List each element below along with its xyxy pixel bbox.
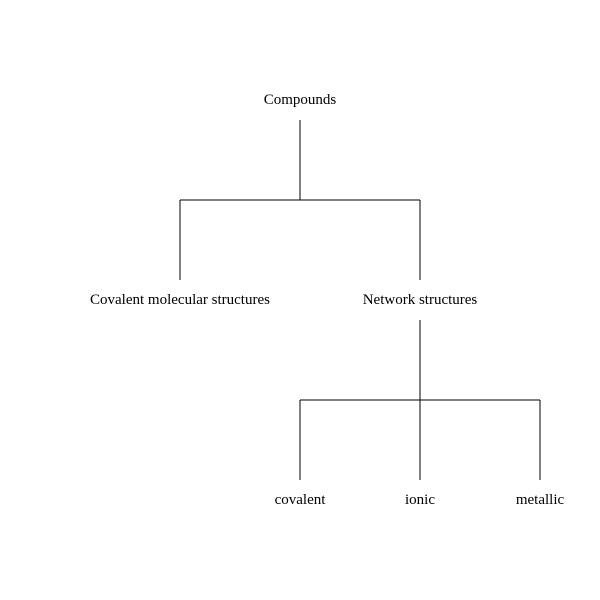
- node-covalent-molecular-structures: Covalent molecular structures: [90, 292, 270, 308]
- node-metallic: metallic: [515, 492, 565, 508]
- edge-group: [179, 120, 541, 480]
- node-covalent: covalent: [274, 492, 326, 508]
- node-ionic: ionic: [405, 492, 435, 508]
- node-network-structures: Network structures: [362, 292, 478, 308]
- node-compounds: Compounds: [263, 92, 337, 108]
